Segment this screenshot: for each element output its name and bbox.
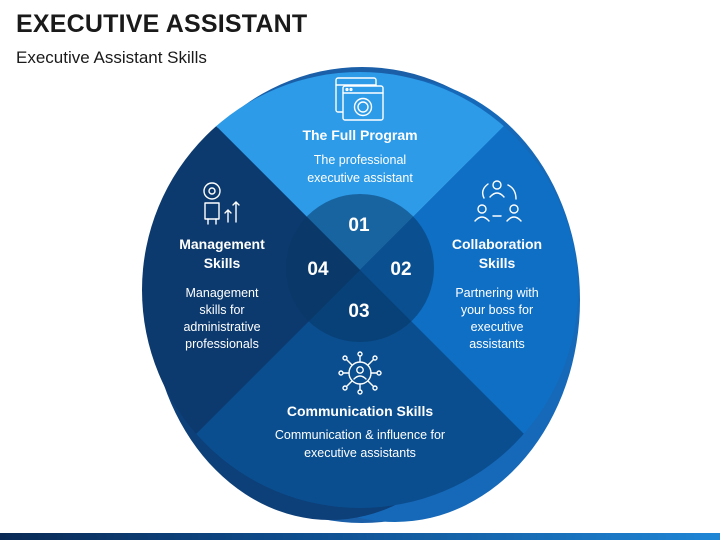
quadrant-04-desc-line1: Management xyxy=(186,286,259,300)
footer-accent-bar xyxy=(0,533,720,540)
number-04: 04 xyxy=(307,259,329,280)
quadrant-01-title: The Full Program xyxy=(302,127,417,143)
quadrant-02-desc-line1: Partnering with xyxy=(455,286,538,300)
quadrant-04-title-line2: Skills xyxy=(204,255,241,271)
number-01: 01 xyxy=(348,215,370,236)
quadrant-02-title-line2: Skills xyxy=(479,255,516,271)
number-03: 03 xyxy=(348,301,369,322)
quadrant-01-desc-line1: The professional xyxy=(314,153,406,167)
network-person-icon xyxy=(338,351,382,395)
browser-gear-icon xyxy=(335,77,384,121)
quadrant-02-title-line1: Collaboration xyxy=(452,236,542,252)
quadrant-03-title: Communication Skills xyxy=(287,403,433,419)
quadrant-03-desc-line1: Communication & influence for xyxy=(275,428,445,442)
collaboration-cycle-icon xyxy=(474,180,522,222)
quadrant-04-desc-line2: skills for xyxy=(199,303,244,317)
manager-growth-icon xyxy=(203,182,240,225)
center-circle xyxy=(286,194,434,342)
quadrant-04-desc-line4: professionals xyxy=(185,337,259,351)
quadrant-01-desc-line2: executive assistant xyxy=(307,171,413,185)
quadrant-04-desc-line3: administrative xyxy=(183,320,260,334)
quadrant-02-desc-line3: executive xyxy=(471,320,524,334)
number-02: 02 xyxy=(390,259,411,280)
page-title: EXECUTIVE ASSISTANT xyxy=(16,10,308,38)
quadrant-02-desc-line4: assistants xyxy=(469,337,525,351)
quadrant-04-title-line1: Management xyxy=(179,236,265,252)
quadrant-02-desc-line2: your boss for xyxy=(461,303,533,317)
quadrant-bottom xyxy=(142,270,578,508)
page-subtitle: Executive Assistant Skills xyxy=(16,48,207,67)
quadrant-03-desc-line2: executive assistants xyxy=(304,446,416,460)
